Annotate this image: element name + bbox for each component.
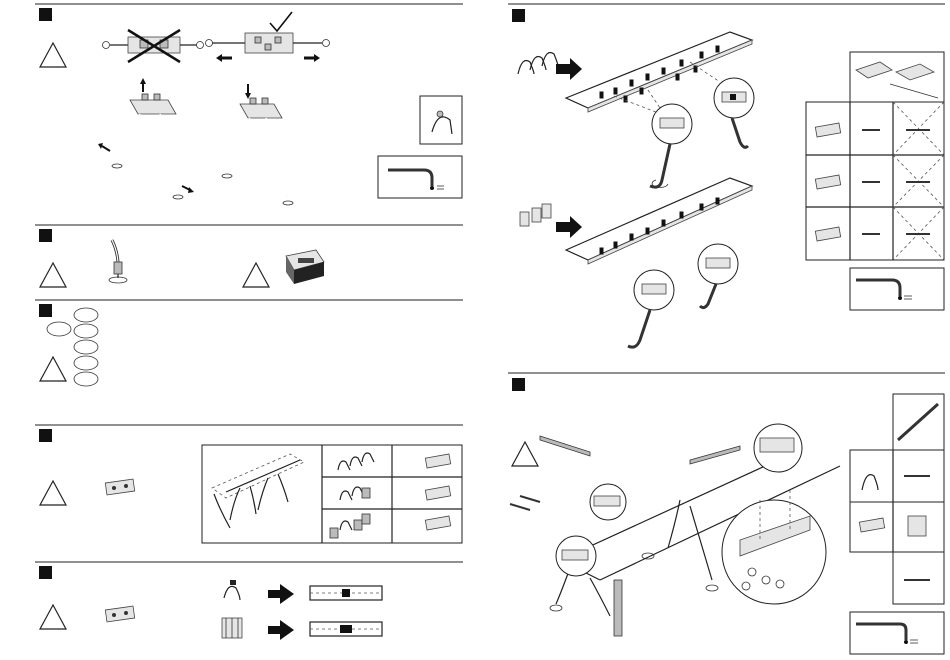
magnifier-2a <box>628 270 674 347</box>
warning-triangle-icon <box>243 263 269 287</box>
frame-plan-1 <box>310 586 382 600</box>
ellipse-group <box>47 308 98 386</box>
parts-column-7 <box>850 394 944 604</box>
step-marker-4 <box>39 429 52 442</box>
joint-plate-icon <box>105 606 134 622</box>
magnifier-7c <box>754 424 802 472</box>
spacer-block <box>222 618 242 638</box>
bracket-correct <box>206 33 330 53</box>
magnifier-7d <box>722 490 826 604</box>
connector-block <box>286 250 324 284</box>
clip-tool-box <box>420 96 462 144</box>
step-marker-3 <box>39 304 52 317</box>
warning-triangle-icon <box>40 605 66 629</box>
table-overview-panel <box>202 445 462 543</box>
spacer-pair <box>520 204 551 226</box>
arrow-right-icon <box>304 54 320 62</box>
warning-triangle-icon <box>512 442 538 466</box>
magnifier-7b <box>556 536 596 576</box>
warning-triangle-icon <box>40 481 66 505</box>
arrow-right-icon <box>556 216 582 238</box>
check-mark-icon <box>270 12 292 31</box>
warning-triangle-icon <box>40 43 66 67</box>
step-marker-1 <box>39 8 52 21</box>
warning-triangle-icon <box>40 357 66 381</box>
parts-table <box>806 52 944 260</box>
beam-part <box>540 436 740 464</box>
step-marker-7 <box>512 378 525 391</box>
joint-plate-icon <box>105 479 134 495</box>
arrow-left-icon <box>216 54 232 62</box>
step-marker-6 <box>512 9 525 22</box>
leveling-foot <box>109 240 127 283</box>
clip-part <box>224 580 240 600</box>
allen-key-box-1 <box>378 156 462 198</box>
warning-triangle-icon <box>40 263 66 287</box>
allen-key-box-2 <box>850 268 944 310</box>
magnifier-1a <box>614 90 692 187</box>
leg-frame-left <box>98 78 194 199</box>
step-marker-2 <box>39 229 52 242</box>
clips-group <box>518 53 558 75</box>
magnifier-1b <box>690 62 754 147</box>
arrow-right-icon <box>556 58 582 80</box>
leg-frame-right <box>222 84 293 205</box>
frame-plan-2 <box>310 622 382 636</box>
magnifier-2b <box>698 244 738 308</box>
arrow-right-icon <box>268 620 294 640</box>
arrow-right-icon <box>268 584 294 604</box>
allen-key-box-3 <box>850 612 944 654</box>
step-marker-5 <box>39 566 52 579</box>
magnifier-7a <box>590 484 626 520</box>
screw-side <box>510 496 540 510</box>
